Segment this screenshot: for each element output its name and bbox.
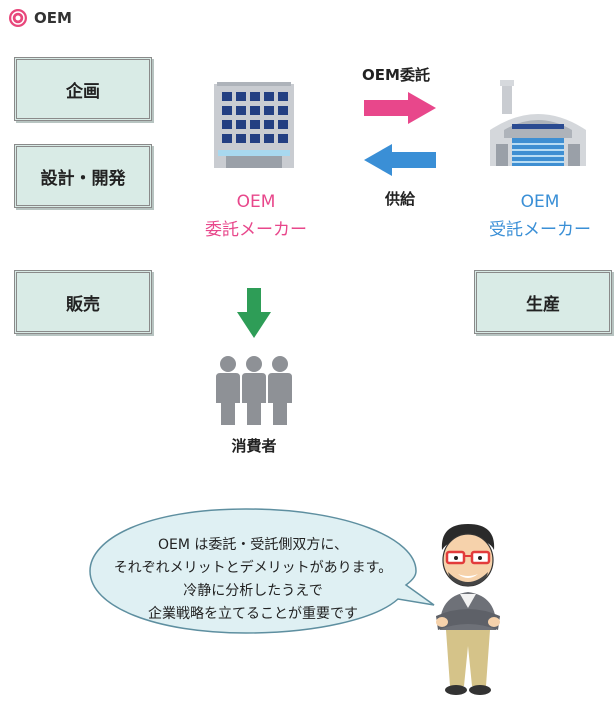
arrow-label-supply: 供給 bbox=[384, 190, 415, 208]
consumers-icon bbox=[216, 356, 292, 425]
speech-line-2: それぞれメリットとデメリットがあります。 bbox=[113, 560, 393, 576]
consignor-label: OEM 委託メーカー bbox=[186, 188, 326, 244]
consignor-label-line2: 委託メーカー bbox=[205, 220, 307, 240]
down-arrow-icon bbox=[237, 288, 271, 338]
consignor-label-line1: OEM bbox=[236, 192, 276, 212]
supply-arrow-icon bbox=[364, 144, 436, 176]
box-sales: 販売 bbox=[14, 270, 152, 334]
consumer-label: 消費者 bbox=[231, 437, 277, 455]
speech-text: OEM は委託・受託側双方に、 それぞれメリットとデメリットがあります。 冷静に… bbox=[110, 534, 396, 626]
arrow-label-oem-consignment: OEM委託 bbox=[362, 66, 430, 84]
box-production: 生産 bbox=[474, 270, 612, 334]
speech-line-3: 冷静に分析したうえで bbox=[183, 583, 323, 599]
box-design-development: 設計・開発 bbox=[14, 144, 152, 208]
box-planning: 企画 bbox=[14, 57, 152, 121]
consignee-label-line2: 受託メーカー bbox=[489, 220, 591, 240]
office-building-icon bbox=[214, 82, 294, 168]
speech-bubble bbox=[89, 508, 435, 634]
header: OEM bbox=[8, 8, 72, 28]
consignment-arrow-icon bbox=[364, 92, 436, 124]
oem-badge-icon bbox=[9, 9, 27, 27]
advisor-character-icon bbox=[436, 524, 500, 695]
speech-line-4: 企業戦略を立てることが重要です bbox=[148, 606, 358, 622]
consignee-label: OEM 受託メーカー bbox=[470, 188, 610, 244]
factory-icon bbox=[490, 80, 586, 166]
consignee-label-line1: OEM bbox=[520, 192, 560, 212]
speech-line-1: OEM は委託・受託側双方に、 bbox=[158, 537, 348, 553]
header-title: OEM bbox=[34, 9, 72, 27]
